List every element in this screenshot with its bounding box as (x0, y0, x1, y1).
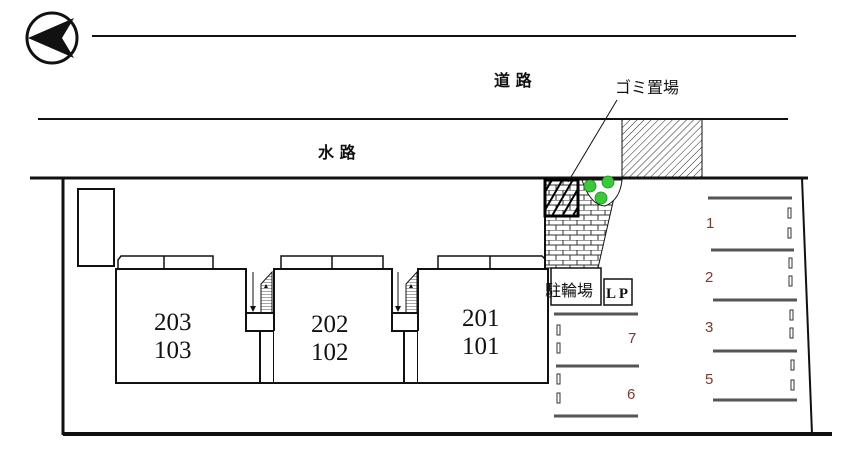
storage-box (77, 188, 115, 267)
bicycle-parking (550, 267, 602, 306)
unit-lower-label: 102 (311, 339, 349, 366)
parking-number: 6 (627, 386, 635, 403)
staircase-icon (250, 270, 273, 314)
bicycle-parking-label: 駐輪場 (545, 281, 593, 300)
parking-stoppers-left (556, 324, 561, 404)
apartment-building (115, 268, 549, 384)
garbage-area-label: ゴミ置場 (615, 78, 679, 97)
unit-upper-label: 203 (154, 309, 192, 336)
parking-number: 7 (628, 330, 636, 347)
unit-lower-label: 103 (154, 337, 192, 364)
balconies (117, 255, 547, 269)
parking-lines-right (708, 196, 797, 402)
tree-icon (583, 175, 615, 205)
lp-gas-label: L P (606, 286, 628, 302)
garbage-area (543, 178, 580, 218)
parking-number: 3 (705, 319, 713, 336)
lp-gas-box (603, 278, 633, 306)
staircase-icon (395, 270, 418, 314)
parking-number: 1 (706, 215, 714, 232)
waterway-label: 水 路 (318, 143, 357, 162)
parking-stoppers-right (787, 207, 795, 391)
unit-upper-label: 201 (462, 305, 500, 332)
unit-upper-label: 202 (311, 311, 349, 338)
north-compass-icon (25, 11, 79, 65)
parking-lines-left (554, 312, 639, 418)
parking-number: 2 (705, 269, 713, 286)
road-label: 道 路 (494, 71, 533, 90)
property-right-line (801, 177, 813, 435)
unit-lower-label: 101 (462, 333, 500, 360)
parking-number: 5 (705, 371, 713, 388)
garbage-leader-line (567, 99, 618, 183)
bridge-hatched-area (621, 118, 703, 179)
